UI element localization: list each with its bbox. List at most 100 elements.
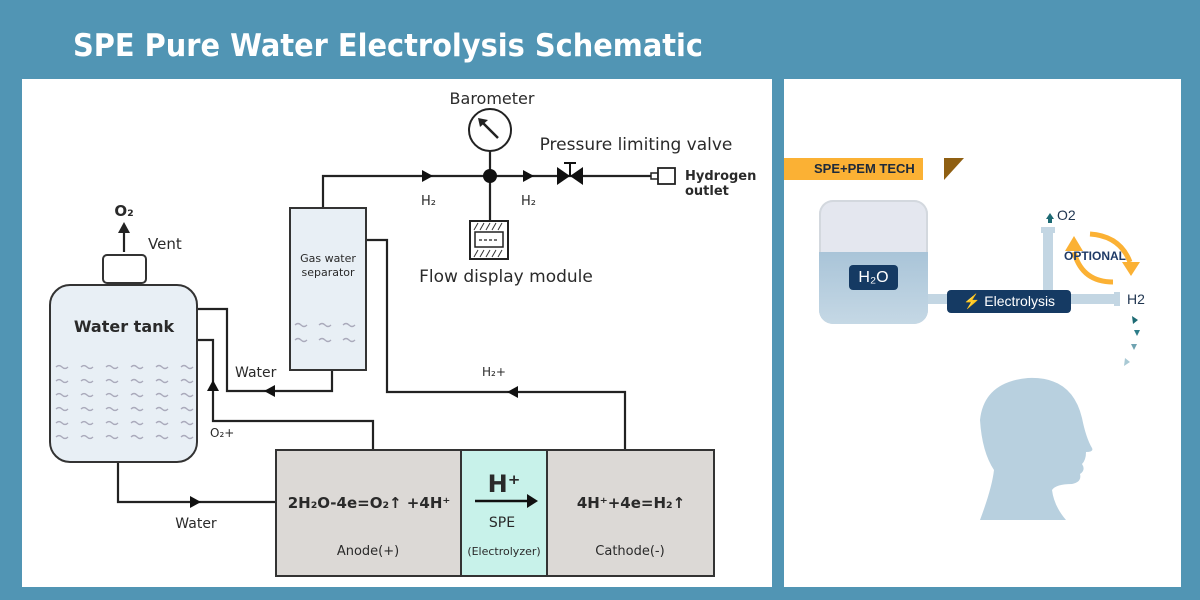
separator-label-2: separator bbox=[301, 266, 355, 279]
flow-display-icon bbox=[469, 220, 509, 260]
water-wave bbox=[155, 364, 169, 370]
vent-label: Vent bbox=[148, 235, 182, 253]
h2-label-left: H₂ bbox=[421, 194, 436, 209]
anode-label: Anode(+) bbox=[337, 544, 399, 559]
water-wave bbox=[105, 434, 119, 440]
spe-membrane bbox=[460, 449, 548, 577]
pressure-valve-label: Pressure limiting valve bbox=[540, 135, 733, 155]
water-wave bbox=[55, 406, 69, 412]
water-wave bbox=[55, 392, 69, 398]
water-wave bbox=[80, 364, 94, 370]
water-wave bbox=[80, 420, 94, 426]
page-title: SPE Pure Water Electrolysis Schematic bbox=[73, 28, 704, 64]
water-feed-label: Water bbox=[175, 516, 217, 532]
water-wave bbox=[130, 364, 144, 370]
water-return-label: Water bbox=[235, 365, 277, 381]
water-wave bbox=[130, 378, 144, 384]
cathode-equation: 4H⁺+4e=H₂↑ bbox=[577, 494, 685, 512]
h2o-label: H₂O bbox=[849, 265, 898, 290]
water-wave bbox=[155, 378, 169, 384]
water-wave bbox=[180, 378, 194, 384]
water-wave bbox=[105, 406, 119, 412]
h2-flow-arrows bbox=[1124, 316, 1140, 366]
water-wave bbox=[130, 434, 144, 440]
gas-water-separator bbox=[289, 207, 367, 371]
spe-label: SPE bbox=[489, 515, 515, 531]
water-wave bbox=[318, 337, 332, 343]
human-head-icon bbox=[980, 377, 1093, 520]
water-return-pipe bbox=[197, 307, 334, 393]
h2-label-right: H₂ bbox=[521, 194, 536, 209]
water-wave bbox=[180, 420, 194, 426]
water-wave bbox=[105, 378, 119, 384]
hydrogen-outlet-label: Hydrogen bbox=[685, 169, 756, 184]
o2-plus-pipe bbox=[197, 338, 375, 450]
cathode-cell bbox=[546, 449, 715, 577]
h2-flow-arrow bbox=[422, 170, 433, 182]
water-wave bbox=[294, 337, 308, 343]
water-wave bbox=[294, 322, 308, 328]
pressure-valve-icon bbox=[557, 162, 583, 185]
water-wave bbox=[180, 406, 194, 412]
junction-node bbox=[483, 169, 497, 183]
hydrogen-outlet-label-2: outlet bbox=[685, 184, 729, 199]
h2-plus-pipe bbox=[366, 238, 627, 450]
water-wave bbox=[155, 406, 169, 412]
water-wave bbox=[80, 434, 94, 440]
water-wave bbox=[180, 434, 194, 440]
water-wave bbox=[105, 392, 119, 398]
water-wave bbox=[130, 406, 144, 412]
h2-flow-arrow bbox=[523, 170, 534, 182]
electrolyzer-label: (Electrolyzer) bbox=[467, 545, 540, 558]
o2-plus-arrow bbox=[207, 380, 219, 391]
water-wave bbox=[180, 364, 194, 370]
anode-equation: 2H₂O-4e=O₂↑ +4H⁺ bbox=[288, 494, 451, 512]
separator-label: Gas water bbox=[300, 252, 356, 265]
tech-badge: SPE+PEM TECH bbox=[784, 158, 923, 180]
water-wave bbox=[130, 420, 144, 426]
vent-arrow-head bbox=[118, 222, 130, 233]
water-wave bbox=[55, 364, 69, 370]
water-feed-pipe bbox=[116, 462, 275, 504]
water-wave bbox=[155, 420, 169, 426]
h2-label: H2 bbox=[1127, 291, 1145, 307]
water-wave bbox=[105, 420, 119, 426]
optional-cycle-arrows bbox=[1071, 231, 1133, 285]
optional-label: OPTIONAL bbox=[1064, 249, 1126, 263]
proton-label: H⁺ bbox=[488, 470, 521, 498]
o2-up-arrow bbox=[1046, 213, 1054, 219]
water-wave bbox=[342, 322, 356, 328]
water-wave bbox=[55, 378, 69, 384]
water-wave bbox=[180, 392, 194, 398]
water-wave bbox=[55, 434, 69, 440]
o2-vent-label: O₂ bbox=[114, 202, 133, 220]
cathode-label: Cathode(-) bbox=[595, 544, 664, 559]
badge-tail bbox=[944, 158, 964, 180]
h2-plus-label: H₂+ bbox=[482, 365, 506, 379]
water-wave bbox=[80, 378, 94, 384]
electrolysis-label: ⚡ Electrolysis bbox=[947, 290, 1071, 313]
water-tank-label: Water tank bbox=[74, 317, 175, 336]
flow-display-label: Flow display module bbox=[419, 267, 593, 287]
vent-cap bbox=[102, 254, 147, 284]
water-wave bbox=[55, 420, 69, 426]
barometer-label: Barometer bbox=[450, 89, 535, 108]
o2-plus-label: O₂+ bbox=[210, 426, 234, 440]
water-wave bbox=[155, 392, 169, 398]
h2-plus-arrow bbox=[507, 386, 518, 398]
water-tank bbox=[49, 284, 198, 463]
water-feed-arrow bbox=[190, 496, 201, 508]
water-wave bbox=[155, 434, 169, 440]
water-wave bbox=[105, 364, 119, 370]
h2-pipe bbox=[321, 174, 652, 208]
water-wave bbox=[342, 337, 356, 343]
water-wave bbox=[80, 392, 94, 398]
hydrogen-outlet-icon bbox=[650, 167, 676, 185]
water-wave bbox=[130, 392, 144, 398]
tech-pipes bbox=[925, 227, 1120, 306]
water-wave bbox=[80, 406, 94, 412]
water-wave bbox=[318, 322, 332, 328]
water-return-arrow bbox=[264, 385, 275, 397]
h2o-tank bbox=[819, 200, 928, 324]
